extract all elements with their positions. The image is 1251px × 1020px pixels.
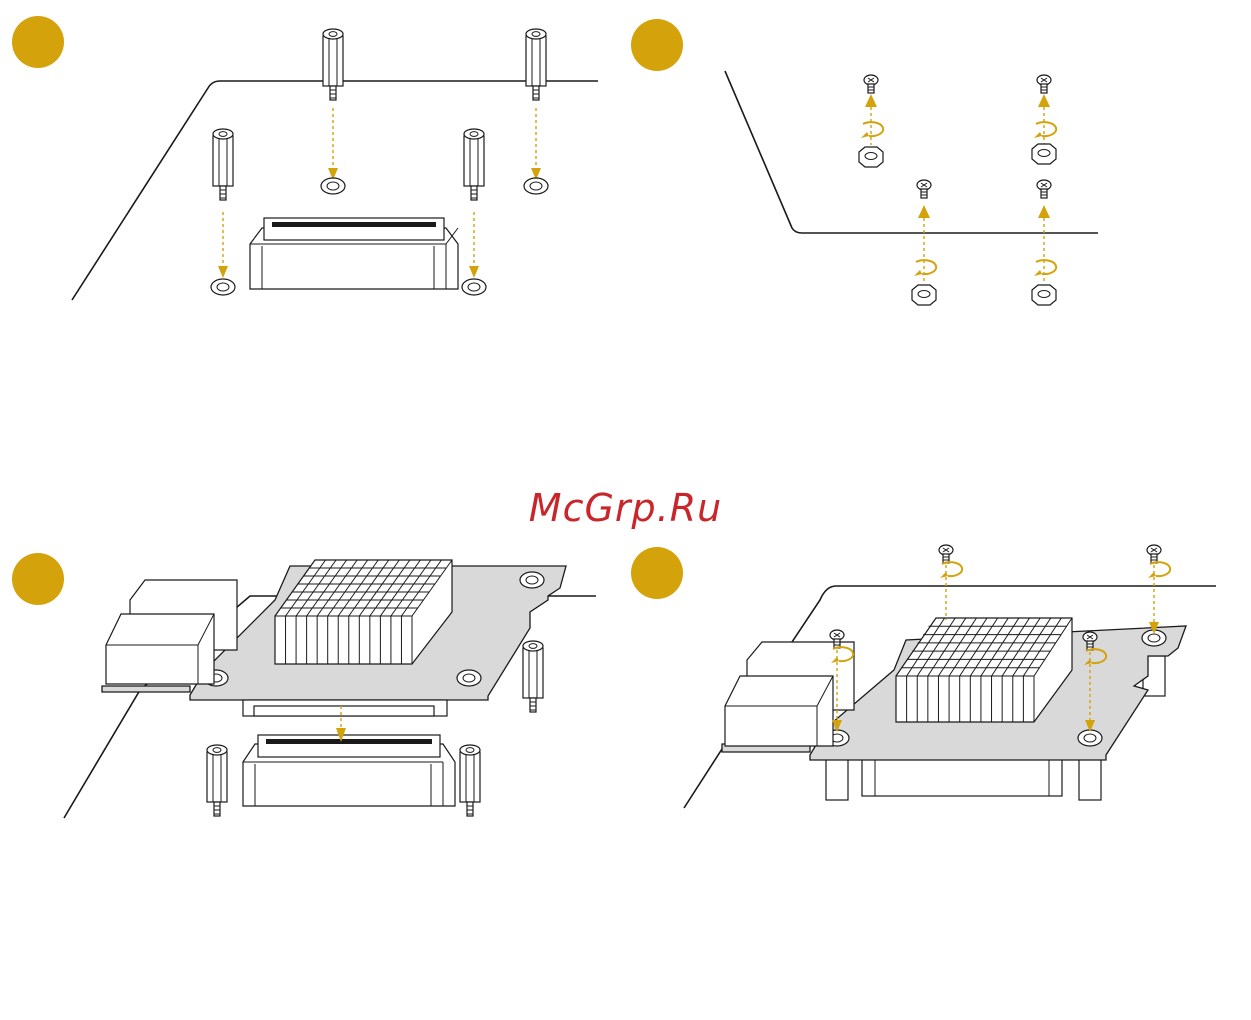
standoff [526, 29, 546, 100]
mounting-hole [457, 670, 481, 686]
screw-removal [1032, 180, 1056, 305]
screw-install [1147, 545, 1170, 634]
rotate-arrow-icon [940, 562, 962, 578]
standoff [1079, 756, 1101, 800]
up-arrow-icon [918, 205, 930, 218]
screw-removal [859, 75, 883, 167]
mounting-hole [524, 178, 548, 194]
screw [1037, 75, 1051, 93]
up-arrow-icon [865, 94, 877, 107]
rotate-arrow-icon [1034, 122, 1056, 138]
rotate-arrow-icon [861, 122, 883, 138]
standoff [213, 129, 233, 200]
standoff [523, 641, 543, 712]
standoff [207, 745, 227, 816]
step-3-marker [12, 553, 64, 605]
standoff [464, 129, 484, 200]
ocp-connector [243, 735, 455, 806]
step-3-panel [12, 553, 596, 818]
standoff [460, 745, 480, 816]
standoff [826, 756, 848, 800]
rotate-arrow-icon [1034, 260, 1056, 276]
mounting-hole [321, 178, 345, 194]
step-1-marker [12, 16, 64, 68]
hex-nut [859, 147, 883, 167]
hex-nut [1032, 144, 1056, 164]
screw-removal [912, 180, 936, 305]
mounting-hole [1078, 730, 1102, 746]
hex-nut [1032, 285, 1056, 305]
hex-nut [912, 285, 936, 305]
step-2-panel [631, 19, 1098, 305]
step-1-panel [12, 16, 598, 300]
step-4-marker [631, 547, 683, 599]
down-arrow-icon [469, 266, 479, 278]
screw [864, 75, 878, 93]
screw [939, 545, 953, 563]
network-card [722, 618, 1186, 760]
screw-removal [1032, 75, 1056, 164]
heatsink [896, 618, 1072, 722]
network-card [102, 560, 566, 716]
ocp-connector [250, 218, 458, 289]
down-arrow-icon [218, 266, 228, 278]
up-arrow-icon [1038, 94, 1050, 107]
rotate-arrow-icon [914, 260, 936, 276]
screw-install [939, 545, 962, 620]
mounting-hole [211, 279, 235, 295]
mounting-hole [462, 279, 486, 295]
standoff [323, 29, 343, 100]
screw [1147, 545, 1161, 563]
mounting-hole [520, 572, 544, 588]
screw [1037, 180, 1051, 198]
rotate-arrow-icon [1148, 562, 1170, 578]
screw [917, 180, 931, 198]
step-2-marker [631, 19, 683, 71]
step-4-panel [631, 545, 1216, 808]
watermark: McGrp.Ru [0, 486, 1251, 530]
up-arrow-icon [1038, 205, 1050, 218]
